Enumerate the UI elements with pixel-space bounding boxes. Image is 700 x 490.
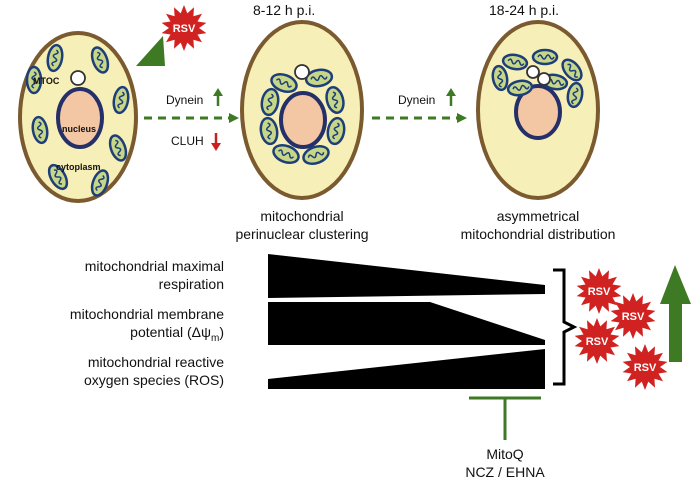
rsv-label: RSV bbox=[588, 286, 611, 298]
timepoint-18-24h: 18-24 h p.i. bbox=[489, 2, 560, 18]
nucleus bbox=[514, 84, 562, 140]
rsv-virus-icon bbox=[610, 293, 656, 339]
cluh-label: CLUH bbox=[171, 134, 204, 148]
mitochondria-dispersed bbox=[25, 43, 130, 197]
inhibitor-tbar bbox=[469, 396, 541, 440]
row-label-ros-1: mitochondrial reactive bbox=[87, 354, 224, 370]
timepoint-8-12h: 8-12 h p.i. bbox=[253, 2, 316, 18]
row-label-respiration-2: respiration bbox=[158, 276, 224, 292]
right-brace bbox=[553, 268, 578, 386]
cytoplasm-label: cytoplasm bbox=[56, 162, 101, 172]
mitochondria-clustered bbox=[259, 68, 346, 165]
mtoc-label: MTOC bbox=[33, 76, 60, 86]
mtoc-centrosome bbox=[526, 65, 540, 79]
row-label-potential-1: mitochondrial membrane bbox=[69, 306, 224, 322]
rsv-virus-icon bbox=[161, 5, 207, 51]
caption-asymmetric-1: asymmetrical bbox=[496, 208, 580, 224]
dynein-label-2: Dynein bbox=[398, 93, 436, 107]
rsv-label: RSV bbox=[586, 336, 609, 348]
mtoc-centrosome bbox=[294, 64, 310, 80]
mtoc-centrosome-2 bbox=[537, 72, 551, 86]
rsv-label: RSV bbox=[622, 311, 645, 323]
rsv-label: RSV bbox=[634, 362, 657, 374]
cell-18-24h bbox=[476, 20, 600, 200]
caption-clustering-2: perinuclear clustering bbox=[235, 226, 369, 242]
rsv-virus-icon bbox=[576, 268, 622, 314]
mitochondria-asymmetric bbox=[491, 48, 584, 109]
cluh-down-arrow bbox=[211, 133, 221, 151]
mtoc-centrosome bbox=[70, 70, 86, 86]
dynein-up-arrow-1 bbox=[213, 88, 223, 106]
nucleus bbox=[56, 87, 104, 149]
row-label-potential-2: potential (Δψm) bbox=[130, 324, 224, 344]
nucleus bbox=[279, 91, 327, 149]
virus-increase-arrow bbox=[660, 265, 691, 362]
inhibitor-label-2: NCZ / EHNA bbox=[465, 464, 545, 480]
caption-asymmetric-2: mitochondrial distribution bbox=[460, 226, 616, 242]
row-label-respiration-1: mitochondrial maximal bbox=[84, 258, 224, 274]
infection-pointer bbox=[136, 36, 165, 66]
wedge-membrane-potential bbox=[268, 302, 545, 345]
nucleus-label: nucleus bbox=[62, 124, 97, 134]
dynein-label-1: Dynein bbox=[166, 93, 204, 107]
rsv-label: RSV bbox=[173, 23, 196, 35]
rsv-virus-icon bbox=[574, 318, 620, 364]
caption-clustering-1: mitochondrial bbox=[260, 208, 344, 224]
wedge-maximal-respiration bbox=[268, 254, 545, 298]
row-label-ros-2: oxygen species (ROS) bbox=[83, 372, 224, 388]
cell-8-12h bbox=[240, 20, 364, 200]
inhibitor-label-1: MitoQ bbox=[486, 446, 524, 462]
dynein-up-arrow-2 bbox=[446, 88, 456, 106]
cell-uninfected bbox=[18, 31, 138, 203]
wedge-ros bbox=[268, 349, 545, 389]
rsv-virus-icon bbox=[622, 344, 668, 390]
